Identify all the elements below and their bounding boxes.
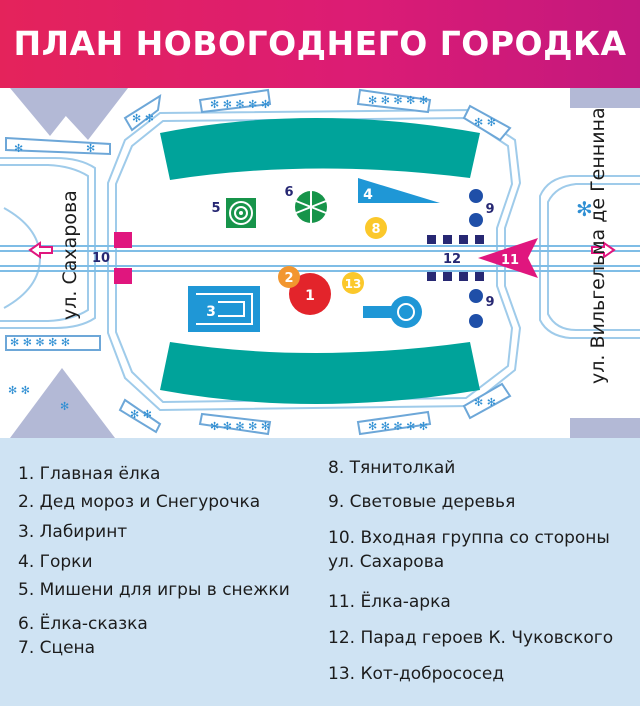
marker-12: 12 (443, 252, 461, 267)
legend-panel: 1. Главная ёлка 2. Дед мороз и Снегурочк… (0, 438, 640, 706)
marker-4: 4 (363, 187, 373, 203)
svg-text:✻ ✻ ✻ ✻ ✻: ✻ ✻ ✻ ✻ ✻ (10, 336, 70, 349)
cat-shape (342, 272, 364, 294)
main-tree-shape (289, 273, 331, 315)
entrance-gate-bottom (114, 268, 132, 284)
legend-item: 12. Парад героев К. Чуковского (328, 628, 614, 648)
stage-shape (363, 306, 397, 318)
arrow-left-icon (28, 241, 53, 259)
light-trees (469, 189, 483, 328)
header-banner: ПЛАН НОВОГОДНЕГО ГОРОДКА (0, 0, 640, 88)
legend-item: 3. Лабиринт (18, 522, 128, 542)
svg-text:✻ ✻ ✻ ✻ ✻: ✻ ✻ ✻ ✻ ✻ (368, 94, 428, 107)
slides-shape (358, 178, 440, 203)
legend-item: 4. Горки (18, 552, 93, 572)
marker-8: 8 (371, 222, 380, 237)
svg-text:✻ ✻ ✻ ✻ ✻: ✻ ✻ ✻ ✻ ✻ (210, 420, 270, 433)
south-lawn (160, 342, 480, 404)
marker-3: 3 (206, 304, 216, 320)
svg-text:✻: ✻ (60, 400, 69, 413)
marker-5: 5 (211, 201, 220, 216)
arrow-right-icon (591, 241, 616, 259)
street-label-right: ул. Вильгельма де Геннина (587, 107, 609, 384)
tree-arch-shape (478, 238, 538, 278)
legend-item: 8. Тянитолкай (328, 458, 456, 478)
site-map: ✻ ✻ ✻ ✻ ✻ ✻ ✻ ✻ ✻ ✻ ✻ ✻ ✻ ✻ ✻ ✻ ✻ ✻ ✻ ✻ … (0, 88, 640, 438)
legend-item: ул. Сахарова (328, 552, 445, 572)
legend-item: 5. Мишени для игры в снежки (18, 580, 290, 600)
legend-item: 7. Сцена (18, 638, 96, 658)
labyrinth-shape (188, 286, 260, 332)
marker-13: 13 (345, 277, 362, 291)
marker-9b: 9 (485, 295, 494, 310)
street-label-left: ул. Сахарова (59, 190, 81, 320)
ded-moroz-shape (278, 266, 300, 288)
legend-item: 2. Дед мороз и Снегурочка (18, 492, 261, 512)
legend-item: 13. Кот-добрососед (328, 664, 505, 684)
legend-item: 1. Главная ёлка (18, 464, 161, 484)
tyanitolkai-shape (365, 217, 387, 239)
legend-item: 6. Ёлка-сказка (18, 614, 148, 634)
legend-item: 10. Входная группа со стороны (328, 528, 610, 548)
north-lawn (160, 118, 480, 180)
svg-text:✻ ✻: ✻ ✻ (474, 396, 496, 409)
marker-11: 11 (501, 253, 519, 268)
svg-text:✻ ✻: ✻ ✻ (132, 112, 154, 125)
svg-text:✻ ✻: ✻ ✻ (474, 116, 496, 129)
svg-text:✻ ✻ ✻ ✻ ✻: ✻ ✻ ✻ ✻ ✻ (368, 420, 428, 433)
marker-10: 10 (92, 251, 110, 266)
marker-6: 6 (284, 185, 293, 200)
marker-1: 1 (305, 288, 315, 304)
snowflake-icon: ✻ (576, 197, 593, 221)
svg-text:✻ ✻ ✻ ✻ ✻: ✻ ✻ ✻ ✻ ✻ (210, 98, 270, 111)
marker-9a: 9 (485, 202, 494, 217)
legend-item: 9. Световые деревья (328, 492, 516, 512)
parade-squares (427, 235, 484, 281)
entrance-gate-top (114, 232, 132, 248)
svg-text:✻ ✻: ✻ ✻ (8, 384, 30, 397)
legend-item: 11. Ёлка-арка (328, 592, 451, 612)
svg-text:✻ ✻: ✻ ✻ (130, 408, 152, 421)
page-title: ПЛАН НОВОГОДНЕГО ГОРОДКА (13, 24, 627, 63)
svg-text:✻: ✻ (86, 142, 95, 155)
svg-text:✻: ✻ (14, 142, 23, 155)
marker-2: 2 (284, 271, 293, 286)
